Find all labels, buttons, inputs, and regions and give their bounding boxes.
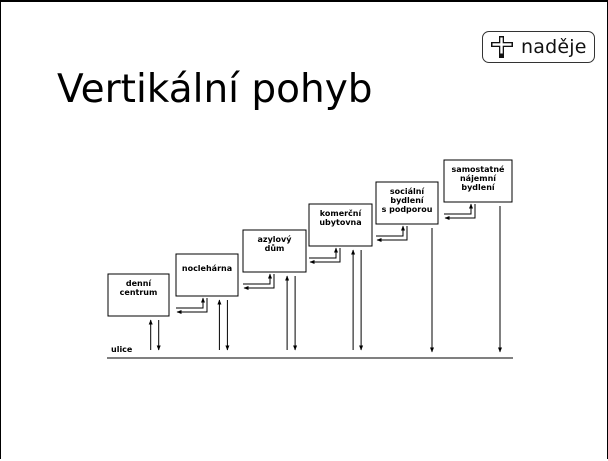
- stage-label: sociální: [390, 187, 426, 196]
- ground-label: ulice: [111, 345, 133, 354]
- stage-label: dům: [265, 243, 285, 253]
- stage-label: centrum: [120, 288, 158, 297]
- stage-box: [175, 253, 239, 297]
- arrow-step-up: [376, 225, 405, 237]
- stage-box: [308, 203, 373, 247]
- stage-box: [375, 181, 439, 225]
- cross-icon: [491, 36, 513, 58]
- stage-label: azylový: [258, 235, 293, 244]
- logo-text: naděje: [521, 36, 587, 58]
- stage-box: [242, 229, 307, 273]
- stage-label: noclehárna: [182, 264, 232, 273]
- stage-label: komerční: [320, 208, 363, 218]
- stage-label: bydlení: [461, 183, 496, 192]
- stage-label: s podporou: [382, 205, 433, 214]
- stage-box: [443, 159, 513, 203]
- arrow-step-back: [309, 248, 341, 264]
- arrow-step-up: [176, 297, 205, 309]
- stage-label: nájemní: [460, 174, 497, 183]
- stage-label: ubytovna: [319, 218, 361, 227]
- page-title: Vertikální pohyb: [57, 67, 373, 112]
- arrow-step-back: [176, 298, 208, 314]
- arrow-step-up: [243, 273, 272, 285]
- logo: naděje: [482, 31, 595, 63]
- stage-label: bydlení: [390, 196, 425, 205]
- arrow-step-up: [444, 203, 473, 215]
- stage-2: noclehárna: [175, 253, 239, 297]
- arrow-step-back: [376, 226, 408, 242]
- arrow-step-up: [309, 247, 338, 259]
- arrow-step-back: [444, 204, 476, 220]
- stage-label: denní: [126, 279, 153, 288]
- stage-label: samostatné: [452, 164, 505, 174]
- stage-box: [107, 273, 170, 317]
- arrow-step-back: [243, 274, 275, 290]
